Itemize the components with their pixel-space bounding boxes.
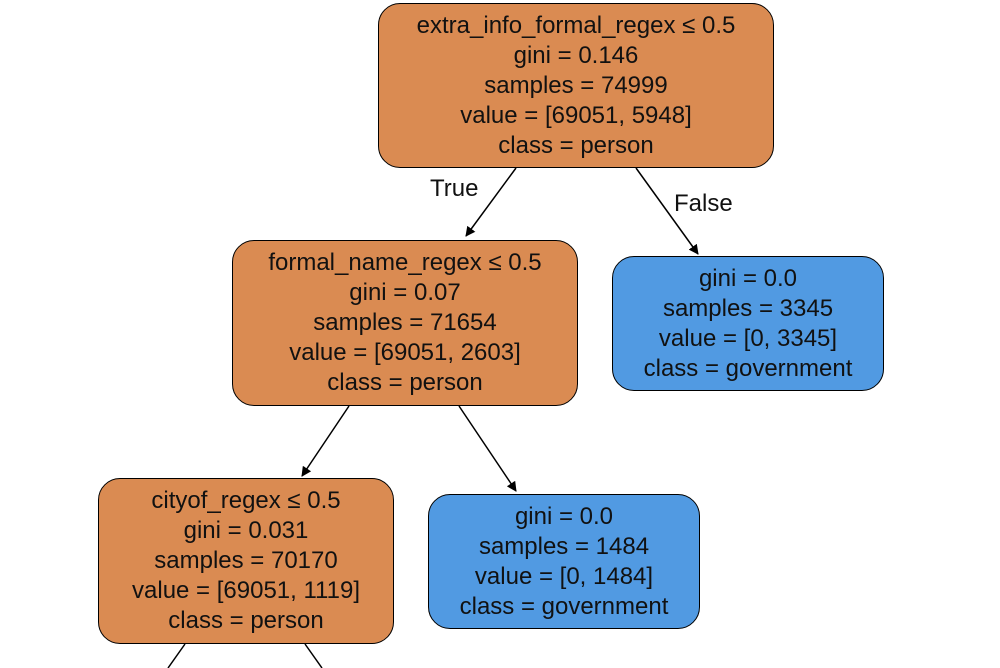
tree-node-right2: gini = 0.0 samples = 1484 value = [0, 14… [428, 494, 700, 629]
edge-label-true: True [430, 175, 479, 202]
edge-label-false: False [674, 190, 733, 217]
edge-left1-to-left2 [301, 405, 350, 477]
node-samples: samples = 1484 [478, 532, 650, 560]
node-split-rule: extra_info_formal_regex ≤ 0.5 [416, 11, 736, 39]
tree-node-left2: cityof_regex ≤ 0.5 gini = 0.031 samples … [98, 478, 394, 644]
node-value: value = [0, 3345] [658, 324, 838, 352]
node-split-rule: cityof_regex ≤ 0.5 [151, 487, 341, 514]
node-class: class = person [327, 369, 483, 396]
node-value: value = [69051, 5948] [460, 101, 692, 129]
node-gini: gini = 0.146 [513, 41, 639, 69]
node-value: value = [0, 1484] [474, 562, 654, 590]
node-gini: gini = 0.0 [514, 502, 614, 530]
node-samples: samples = 71654 [313, 309, 497, 336]
tree-node-left1: formal_name_regex ≤ 0.5 gini = 0.07 samp… [232, 240, 578, 406]
edge-root-to-left1 [465, 167, 517, 237]
edge-left1-to-right2 [458, 405, 517, 492]
node-class: class = person [168, 607, 324, 634]
node-class: class = government [643, 354, 853, 382]
node-class: class = person [498, 131, 654, 159]
tree-node-right1: gini = 0.0 samples = 3345 value = [0, 33… [612, 256, 884, 391]
edge-left2-to-child-b [304, 643, 323, 668]
tree-node-root: extra_info_formal_regex ≤ 0.5 gini = 0.1… [378, 3, 774, 168]
node-samples: samples = 70170 [154, 547, 338, 574]
node-class: class = government [459, 592, 669, 620]
edge-root-to-right1 [635, 167, 699, 255]
node-gini: gini = 0.031 [183, 517, 309, 544]
edge-left2-to-child-a [167, 643, 186, 668]
node-gini: gini = 0.0 [698, 264, 798, 292]
node-value: value = [69051, 1119] [132, 577, 360, 604]
node-value: value = [69051, 2603] [289, 339, 521, 366]
node-samples: samples = 74999 [484, 71, 668, 99]
node-gini: gini = 0.07 [349, 279, 461, 306]
node-samples: samples = 3345 [662, 294, 834, 322]
node-split-rule: formal_name_regex ≤ 0.5 [268, 249, 542, 276]
